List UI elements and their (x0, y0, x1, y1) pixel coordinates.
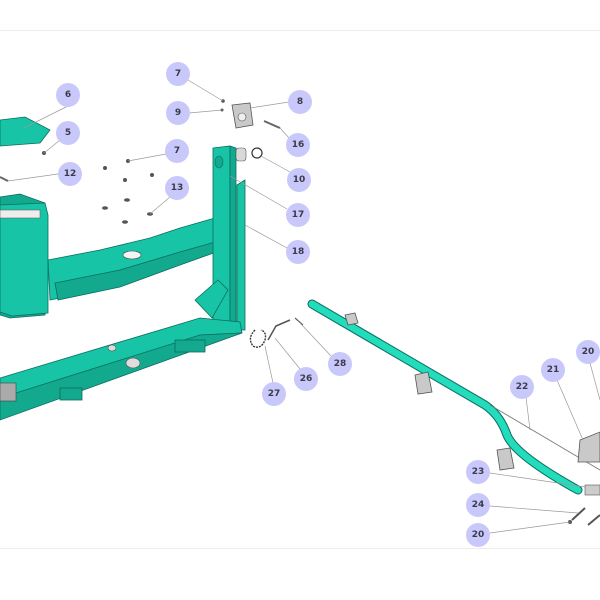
callout-27: 27 (262, 382, 286, 406)
part-bottom-beam (0, 317, 243, 421)
callout-8: 8 (288, 90, 312, 114)
callout-9: 9 (166, 101, 190, 125)
callout-20-bottom: 20 (466, 523, 490, 547)
callout-23: 23 (466, 460, 490, 484)
svg-text:10: 10 (293, 175, 306, 185)
svg-text:13: 13 (171, 183, 184, 193)
svg-text:18: 18 (292, 247, 305, 257)
svg-text:22: 22 (516, 382, 529, 392)
svg-text:8: 8 (297, 97, 303, 107)
leader-lines (7, 79, 600, 534)
bottom-divider (0, 548, 600, 549)
part-drawbar-tube (307, 299, 600, 526)
callout-22: 22 (510, 375, 534, 399)
callout-7-middle: 7 (165, 139, 189, 163)
part-cross-beam (47, 217, 223, 301)
svg-text:16: 16 (292, 140, 305, 150)
svg-text:24: 24 (472, 500, 485, 510)
svg-text:9: 9 (175, 108, 181, 118)
callout-18: 18 (286, 240, 310, 264)
callout-5: 5 (56, 121, 80, 145)
callout-6: 6 (56, 83, 80, 107)
svg-text:27: 27 (268, 389, 281, 399)
part-box-housing (0, 193, 49, 319)
part-pins-chain (249, 317, 304, 348)
svg-text:7: 7 (175, 69, 181, 79)
top-divider (0, 30, 600, 31)
callout-20-top: 20 (576, 340, 600, 364)
callout-26: 26 (294, 367, 318, 391)
svg-text:5: 5 (65, 128, 71, 138)
callout-17: 17 (286, 203, 310, 227)
callout-28: 28 (328, 352, 352, 376)
part-plate (0, 116, 51, 147)
callout-13: 13 (165, 176, 189, 200)
part-bracket (231, 102, 254, 129)
part-upright-post (194, 145, 247, 331)
callout-24: 24 (466, 493, 490, 517)
svg-text:23: 23 (472, 467, 485, 477)
svg-text:20: 20 (472, 530, 485, 540)
svg-text:20: 20 (582, 347, 595, 357)
svg-text:21: 21 (547, 365, 560, 375)
callout-10: 10 (287, 168, 311, 192)
callout-16: 16 (286, 133, 310, 157)
svg-text:6: 6 (65, 90, 71, 100)
callout-7-top: 7 (166, 62, 190, 86)
svg-text:7: 7 (174, 146, 180, 156)
svg-text:26: 26 (300, 374, 313, 384)
callout-12: 12 (58, 162, 82, 186)
svg-text:17: 17 (292, 210, 305, 220)
svg-text:28: 28 (334, 359, 347, 369)
svg-text:12: 12 (64, 169, 77, 179)
callout-21: 21 (541, 358, 565, 382)
